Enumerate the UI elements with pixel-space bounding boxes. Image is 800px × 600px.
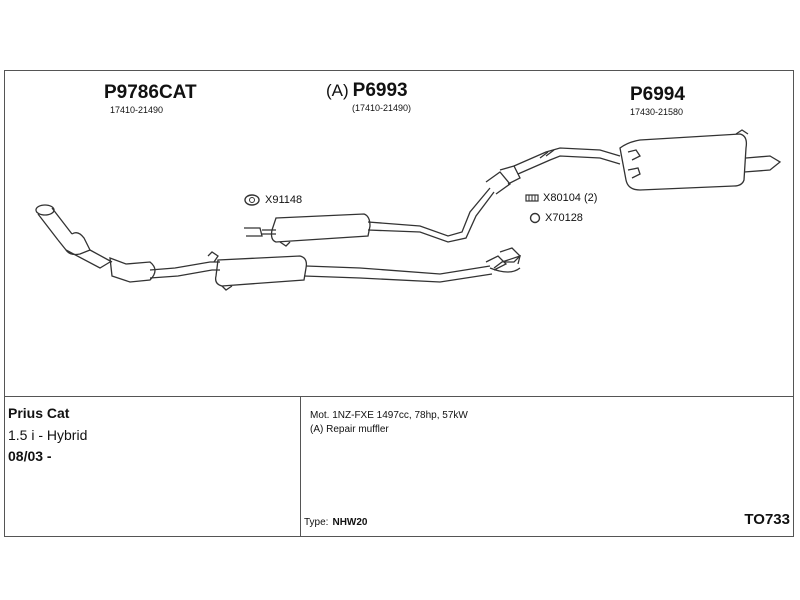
type-value: NHW20: [332, 517, 368, 528]
repair-note: (A) Repair muffler: [310, 424, 389, 435]
oem-number-rear: 17430-21580: [630, 107, 684, 117]
accessory-ring[interactable]: X70128: [529, 212, 583, 224]
type-label: Type:: [304, 517, 329, 528]
accessory-gasket[interactable]: X91148: [243, 193, 302, 207]
oem-number-front: 17410-21490: [110, 105, 164, 115]
gasket-icon: [244, 194, 260, 206]
part-number-label: P6993: [352, 80, 408, 101]
clamp-icon: [525, 194, 539, 202]
vehicle-date-range: 08/03 -: [8, 448, 52, 464]
diagram-frame: [4, 70, 794, 537]
divider-horizontal: [4, 396, 794, 397]
ring-icon: [529, 212, 541, 224]
part-number-rear[interactable]: P6994: [630, 84, 685, 106]
part-number-label: P9786CAT: [104, 82, 197, 103]
vehicle-engine: 1.5 i - Hybrid: [8, 427, 88, 443]
engine-spec-note: Mot. 1NZ-FXE 1497cc, 78hp, 57kW: [310, 410, 468, 421]
oem-number-middle: (17410-21490): [352, 103, 412, 113]
part-number-middle[interactable]: (A)P6993: [326, 80, 408, 102]
type-line: Type:NHW20: [304, 517, 367, 528]
accessory-clamp[interactable]: X80104 (2): [525, 192, 597, 204]
vehicle-model: Prius Cat: [8, 405, 70, 421]
accessory-code: X80104 (2): [543, 192, 598, 204]
catalytic-converter-section: [35, 204, 220, 283]
part-prefix: (A): [326, 81, 349, 100]
accessory-code: X91148: [265, 194, 303, 206]
front-muffler: [214, 247, 521, 291]
catalog-code: TO733: [744, 511, 790, 528]
rear-muffler: [513, 129, 782, 191]
part-number-front[interactable]: P9786CAT: [104, 82, 197, 104]
divider-vertical: [300, 396, 301, 537]
accessory-code: X70128: [545, 212, 583, 224]
middle-muffler: [244, 165, 521, 247]
part-number-label: P6994: [630, 84, 685, 105]
